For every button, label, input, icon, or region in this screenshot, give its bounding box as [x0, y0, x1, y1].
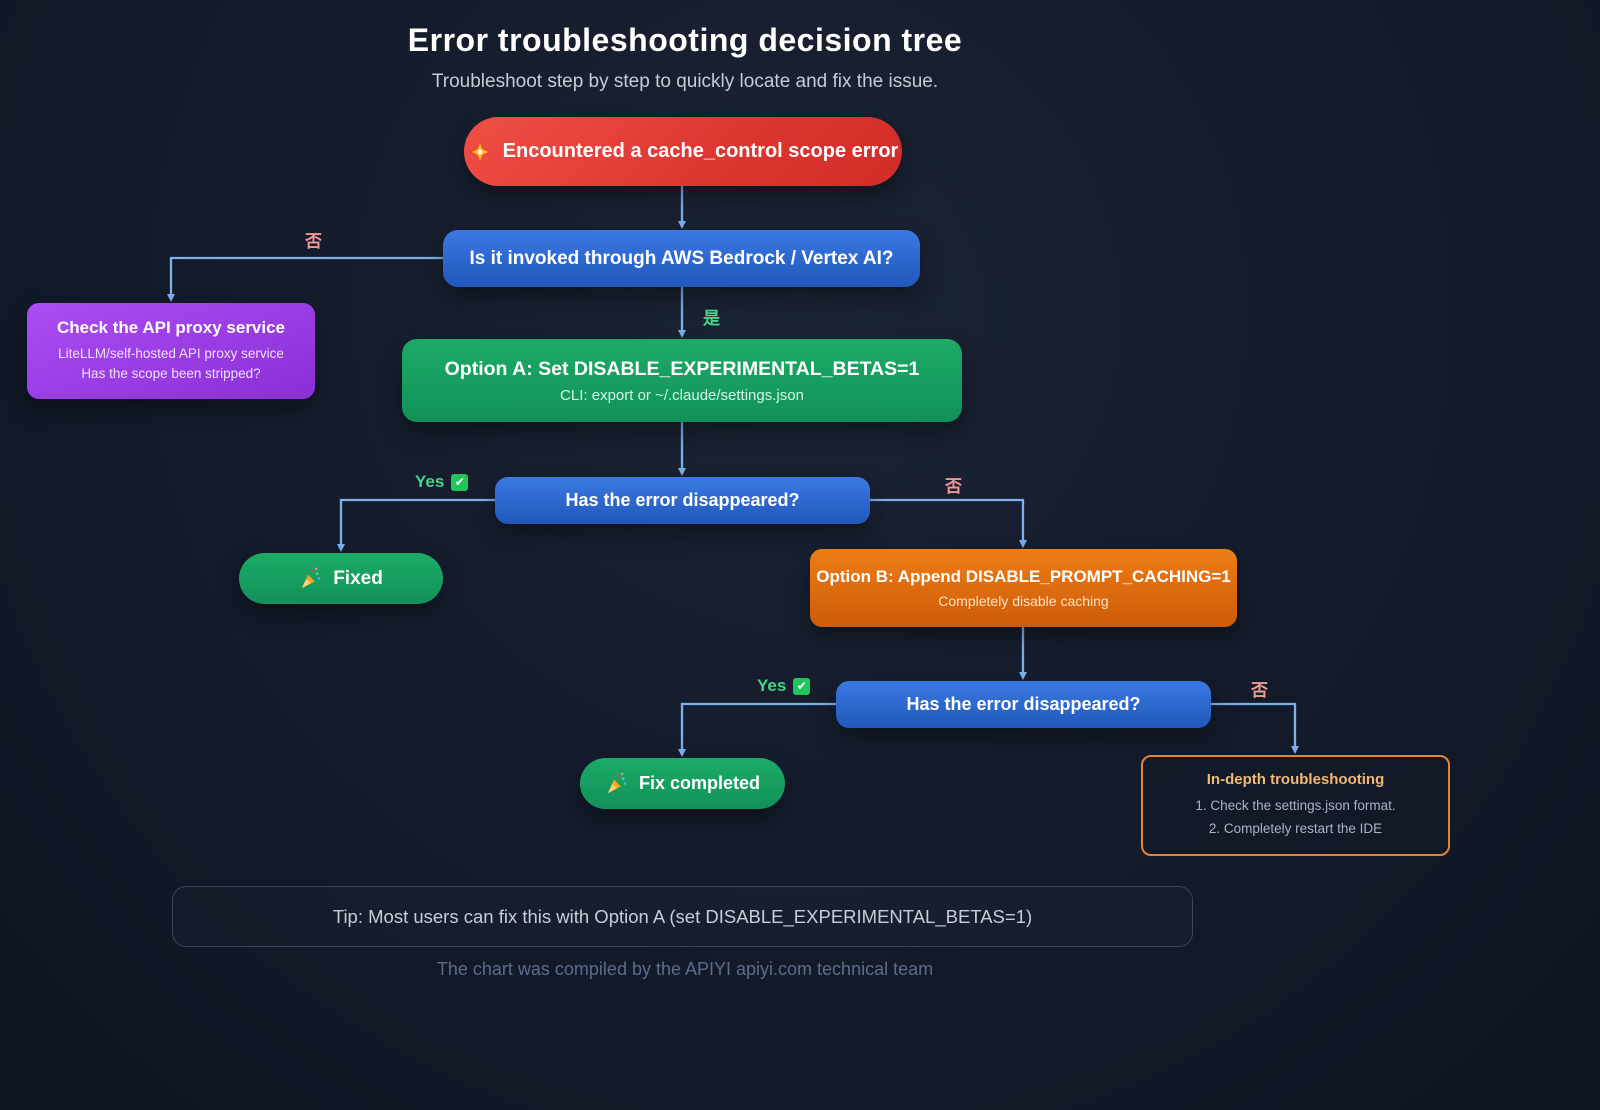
- edge-q3-to-fix-completed: [678, 702, 836, 757]
- edge-q2-to-fixed: [337, 498, 495, 552]
- edge-label-yes-fixed2: Yes ✔: [757, 676, 811, 696]
- node-option-b-subtitle: Completely disable caching: [938, 593, 1109, 609]
- edge-label-yes-invoked: 是: [703, 309, 720, 328]
- explosion-icon: [468, 140, 492, 163]
- edge-q2-to-option-b: [870, 498, 1027, 548]
- node-check-proxy-title: Check the API proxy service: [56, 318, 286, 338]
- node-option-a-title: Option A: Set DISABLE_EXPERIMENTAL_BETAS…: [444, 357, 920, 380]
- footer-credit: The chart was compiled by the APIYI apiy…: [436, 959, 934, 979]
- node-indepth-title: In-depth troubleshooting: [1206, 771, 1385, 789]
- page-title: Error troubleshooting decision tree: [407, 22, 963, 58]
- node-indepth-line2: 2. Completely restart the IDE: [1208, 820, 1383, 836]
- node-option-b-title: Option B: Append DISABLE_PROMPT_CACHING=…: [816, 567, 1231, 586]
- tip-box: Tip: Most users can fix this with Option…: [172, 886, 1193, 947]
- edge-label-yes-fixed1-text: Yes: [415, 472, 445, 491]
- node-option-b: Option B: Append DISABLE_PROMPT_CACHING=…: [810, 549, 1237, 627]
- node-check-proxy: Check the API proxy service LiteLLM/self…: [27, 303, 315, 399]
- node-start-label: Encountered a cache_control scope error: [502, 140, 899, 162]
- node-indepth-line1: 1. Check the settings.json format.: [1195, 798, 1396, 814]
- node-start-error: Encountered a cache_control scope error: [464, 117, 902, 186]
- node-fix-completed-label: Fix completed: [638, 773, 761, 793]
- edge-label-no-fixed1: 否: [945, 477, 962, 496]
- edge-label-no-proxy: 否: [305, 232, 322, 251]
- node-check-proxy-line1: LiteLLM/self-hosted API proxy service: [58, 346, 284, 362]
- page-subtitle: Troubleshoot step by step to quickly loc…: [431, 71, 939, 92]
- node-fixed: Fixed: [239, 553, 443, 604]
- node-fixed-label: Fixed: [333, 567, 383, 589]
- node-option-a: Option A: Set DISABLE_EXPERIMENTAL_BETAS…: [402, 339, 962, 422]
- edge-label-no-fixed2: 否: [1251, 681, 1268, 700]
- node-question-error1: Has the error disappeared?: [495, 477, 870, 524]
- edge-question-to-proxy: [167, 256, 443, 302]
- node-fix-completed: Fix completed: [580, 758, 785, 809]
- check-mark-icon: ✔: [793, 677, 811, 695]
- node-question-error2-label: Has the error disappeared?: [906, 694, 1141, 714]
- edge-label-yes-fixed1: Yes ✔: [415, 472, 469, 492]
- node-option-a-subtitle: CLI: export or ~/.claude/settings.json: [560, 386, 804, 404]
- party-popper-icon: [302, 567, 321, 589]
- node-question-error2: Has the error disappeared?: [836, 681, 1211, 728]
- edge-label-yes-fixed2-text: Yes: [757, 676, 787, 695]
- party-popper-icon: [607, 772, 627, 794]
- node-question-bedrock-label: Is it invoked through AWS Bedrock / Vert…: [469, 247, 894, 269]
- node-indepth-troubleshooting: In-depth troubleshooting 1. Check the se…: [1141, 755, 1450, 856]
- node-check-proxy-line2: Has the scope been stripped?: [81, 366, 261, 381]
- node-question-error1-label: Has the error disappeared?: [565, 490, 800, 510]
- node-question-bedrock: Is it invoked through AWS Bedrock / Vert…: [443, 230, 920, 287]
- edge-q3-to-indepth: [1210, 702, 1299, 754]
- check-mark-icon: ✔: [451, 473, 469, 491]
- tip-text: Tip: Most users can fix this with Option…: [332, 905, 1033, 927]
